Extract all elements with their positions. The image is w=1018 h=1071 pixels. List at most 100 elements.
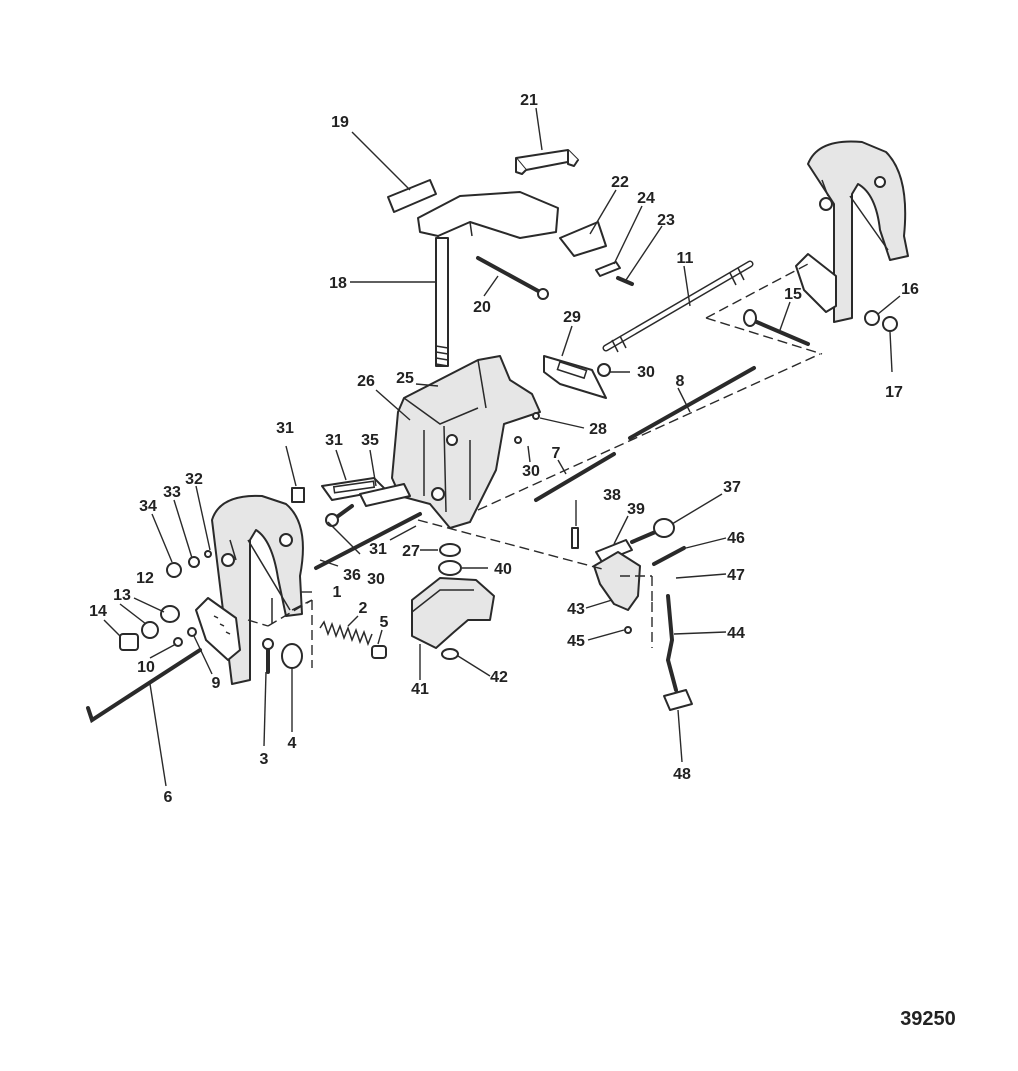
leader-14: [103, 619, 121, 637]
leader-9: [193, 635, 213, 675]
callout-34: 32: [185, 471, 203, 488]
leader-45: [585, 599, 613, 609]
callout-44: 42: [490, 669, 508, 686]
leader-21: [535, 107, 543, 151]
callout-27: 27: [402, 543, 420, 560]
left-clamp-detail: [229, 539, 291, 624]
leader-23: [625, 225, 663, 281]
part-4-disc: [281, 643, 303, 669]
leader-5: [377, 629, 383, 645]
callout-33: 31: [276, 420, 294, 437]
right-clamp-detail: [821, 179, 889, 251]
part-26-pivot: [446, 434, 458, 446]
leader-41: [613, 515, 629, 545]
leader-36: [151, 513, 173, 563]
part-29-slot: [556, 360, 588, 380]
part-36-nut: [166, 562, 182, 578]
part-16-washer: [864, 310, 880, 326]
callout-19: 19: [331, 114, 349, 131]
right-clamp-pivot: [819, 197, 833, 211]
callout-47: 45: [567, 633, 585, 650]
leader-2: [347, 615, 359, 627]
callout-36: 34: [139, 498, 157, 515]
leader-20: [483, 275, 499, 297]
callout-24: 24: [637, 190, 655, 207]
leader-lines: [103, 107, 901, 787]
part-15-bolt: [750, 318, 810, 346]
leader-10: [149, 643, 177, 659]
callout-40: 38: [603, 487, 621, 504]
leader-22: [589, 189, 617, 235]
callout-38: 36: [343, 567, 361, 584]
callout-15: 15: [784, 286, 802, 303]
left-clamp-screw-top: [279, 533, 293, 547]
part-35-washer: [188, 556, 200, 568]
callout-10: 10: [137, 659, 155, 676]
part-15-head: [743, 309, 757, 327]
left-clamp-pivot: [221, 553, 235, 567]
part-5-cap: [371, 645, 387, 659]
callout-37: 35: [361, 432, 379, 449]
callout-16: 16: [901, 281, 919, 298]
leader-35: [173, 499, 193, 559]
part-48-screw: [652, 546, 686, 566]
leader-7: [557, 459, 567, 475]
part-17-nut: [882, 316, 898, 332]
part-43-detail: [411, 589, 474, 613]
part-7-rod: [534, 452, 616, 502]
callout-20: 20: [473, 299, 491, 316]
part-42-ring: [438, 560, 462, 576]
part-26-swivel-bracket: [391, 355, 541, 529]
leader-44: [457, 655, 491, 677]
callout-30-upper: 30: [637, 364, 655, 381]
figure-number: 39250: [900, 1008, 956, 1030]
part-40-pin: [571, 527, 579, 549]
callout-28: 28: [589, 421, 607, 438]
callout-12: 12: [136, 570, 154, 587]
callout-25: 25: [396, 370, 414, 387]
part-50-clip: [663, 689, 693, 711]
callout-46: 44: [727, 625, 745, 642]
leader-6: [149, 683, 167, 787]
part-32-slot: [332, 480, 376, 494]
part-29-plate: [543, 355, 607, 399]
leader-12: [133, 597, 165, 613]
part-39-knob: [653, 518, 675, 538]
part-27-washer: [439, 543, 461, 557]
callout-17: 17: [885, 384, 903, 401]
assembly-lines: [247, 263, 823, 668]
right-side-plate: [795, 253, 837, 313]
part-44-clip: [441, 648, 459, 660]
callout-31-lower: 31: [369, 541, 387, 558]
part-2-spring: [319, 620, 373, 647]
leader-38: [319, 559, 339, 567]
part-9-washer: [187, 627, 197, 637]
callout-35: 33: [163, 484, 181, 501]
part-28-ball: [532, 412, 540, 420]
leader-46: [673, 631, 727, 635]
leader-19: [351, 131, 411, 191]
callout-18: 18: [329, 275, 347, 292]
part-30-bolt-head: [597, 363, 611, 377]
leader-8: [677, 387, 691, 413]
callout-42: 40: [494, 561, 512, 578]
part-3-head: [262, 638, 274, 650]
part-18-thread: [435, 345, 449, 367]
callout-30-lower: 30: [367, 571, 385, 588]
callout-11: 11: [677, 250, 694, 267]
part-20-screw: [476, 256, 542, 294]
part-43-swivel-head: [411, 577, 495, 649]
part-26-boss: [431, 487, 445, 501]
leader-15: [779, 301, 791, 331]
callout-41: 39: [627, 501, 645, 518]
callout-49: 47: [727, 567, 745, 584]
part-34-ball: [204, 550, 212, 558]
part-11-thread: [611, 267, 745, 353]
part-8-rod: [628, 366, 756, 440]
part-38-rod: [314, 512, 422, 570]
leader-29: [561, 325, 573, 357]
part-33-stud: [291, 487, 305, 503]
leader-48: [685, 537, 727, 549]
leader-37: [369, 449, 377, 487]
callout-6: 6: [164, 789, 173, 806]
